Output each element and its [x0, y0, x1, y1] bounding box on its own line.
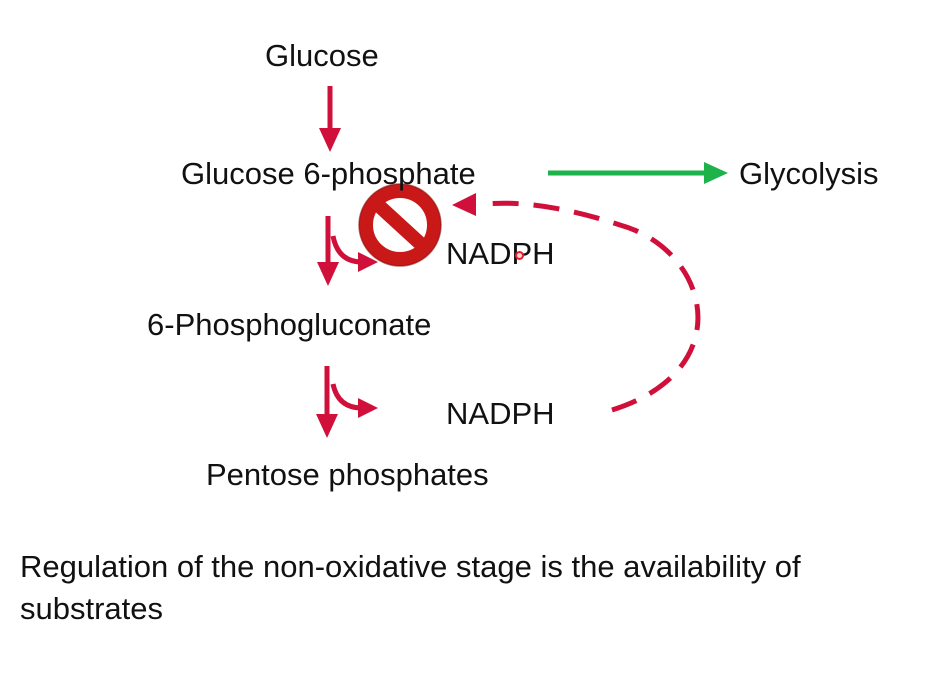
node-glycolysis: Glycolysis: [739, 156, 879, 191]
arrow-glucose-to-g6p: [319, 86, 341, 152]
prohibited-icon: [358, 183, 442, 267]
branch-arrow-nadph-1: [330, 235, 378, 272]
node-6-phosphogluconate: 6-Phosphogluconate: [147, 307, 432, 342]
node-pentose-phosphates: Pentose phosphates: [206, 457, 489, 492]
arrow-6pg-to-pentose: [316, 366, 338, 438]
pointer-dot: [515, 251, 524, 260]
node-nadph-1: NADPH: [446, 236, 555, 271]
node-glucose: Glucose: [265, 38, 379, 73]
feedback-inhibition-arrow: [452, 193, 701, 413]
arrow-g6p-to-6pg: [317, 216, 339, 286]
arrow-g6p-to-glycolysis: [548, 162, 728, 184]
caption-text: Regulation of the non-oxidative stage is…: [20, 549, 801, 626]
branch-arrow-nadph-2: [330, 383, 378, 418]
node-glucose-6-phosphate: Glucose 6-phosphate: [181, 156, 476, 191]
node-nadph-2: NADPH: [446, 396, 555, 431]
